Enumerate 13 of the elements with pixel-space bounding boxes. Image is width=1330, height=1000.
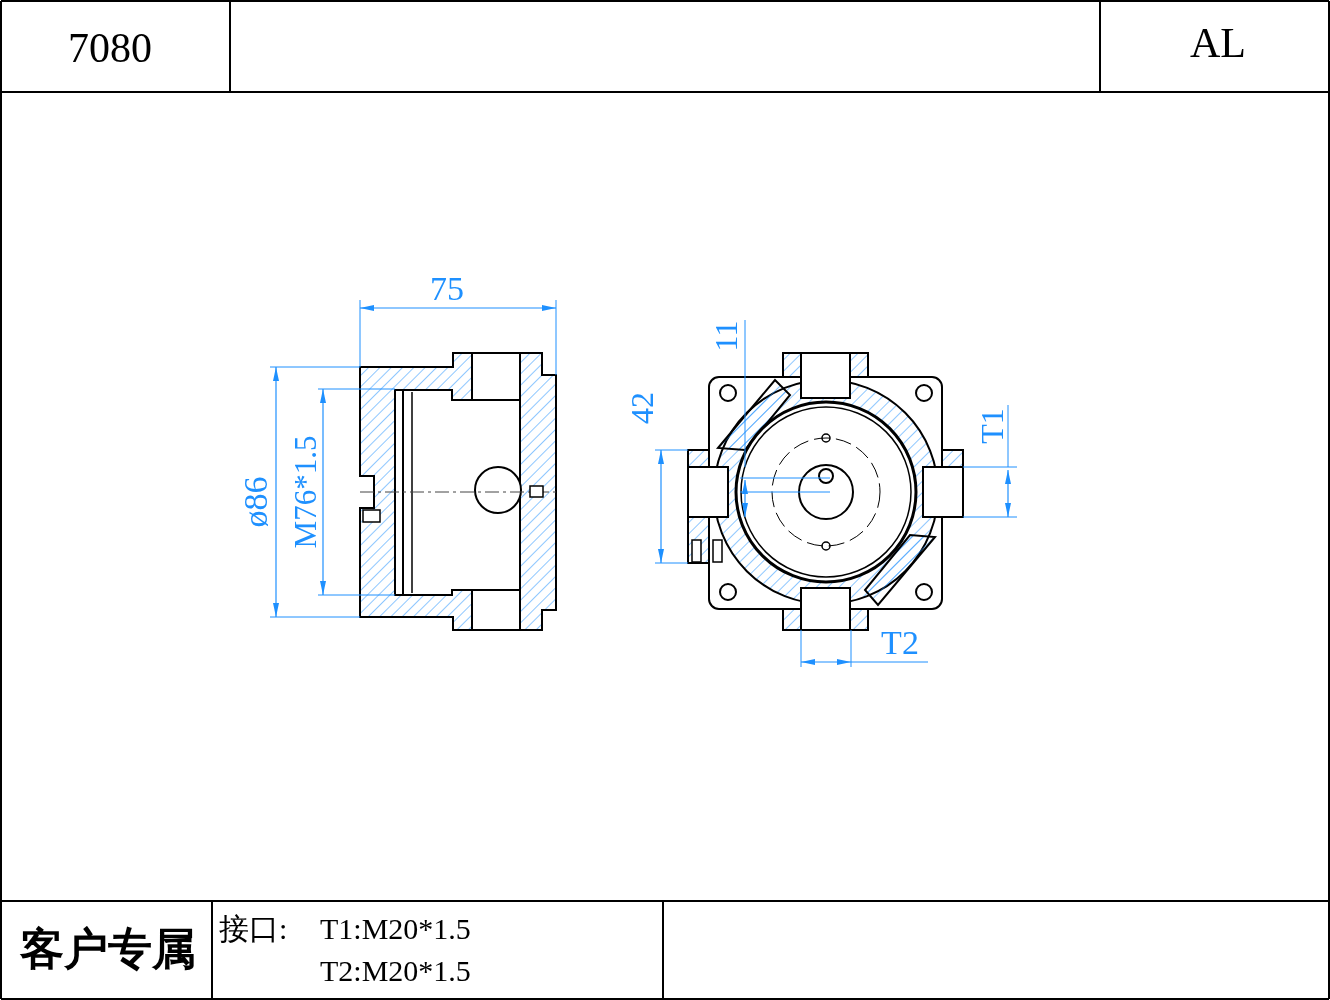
spec-text: T1:M20*1.5: [320, 914, 471, 944]
part-number: 7080: [68, 27, 152, 69]
dimension-label: ø86: [239, 476, 273, 528]
table-heading: 客户专属: [20, 928, 196, 972]
spec-text: T2:M20*1.5: [320, 956, 471, 986]
dimension-label: 75: [430, 272, 464, 306]
dimension-label: 11: [710, 320, 742, 352]
dimension-label: M76*1.5: [289, 435, 321, 549]
spec-text: 接口:: [219, 914, 288, 944]
dimension-label: T2: [881, 626, 919, 660]
material-code: AL: [1190, 22, 1246, 64]
dimension-label: T1: [976, 408, 1008, 444]
dimension-label: 42: [626, 392, 658, 424]
